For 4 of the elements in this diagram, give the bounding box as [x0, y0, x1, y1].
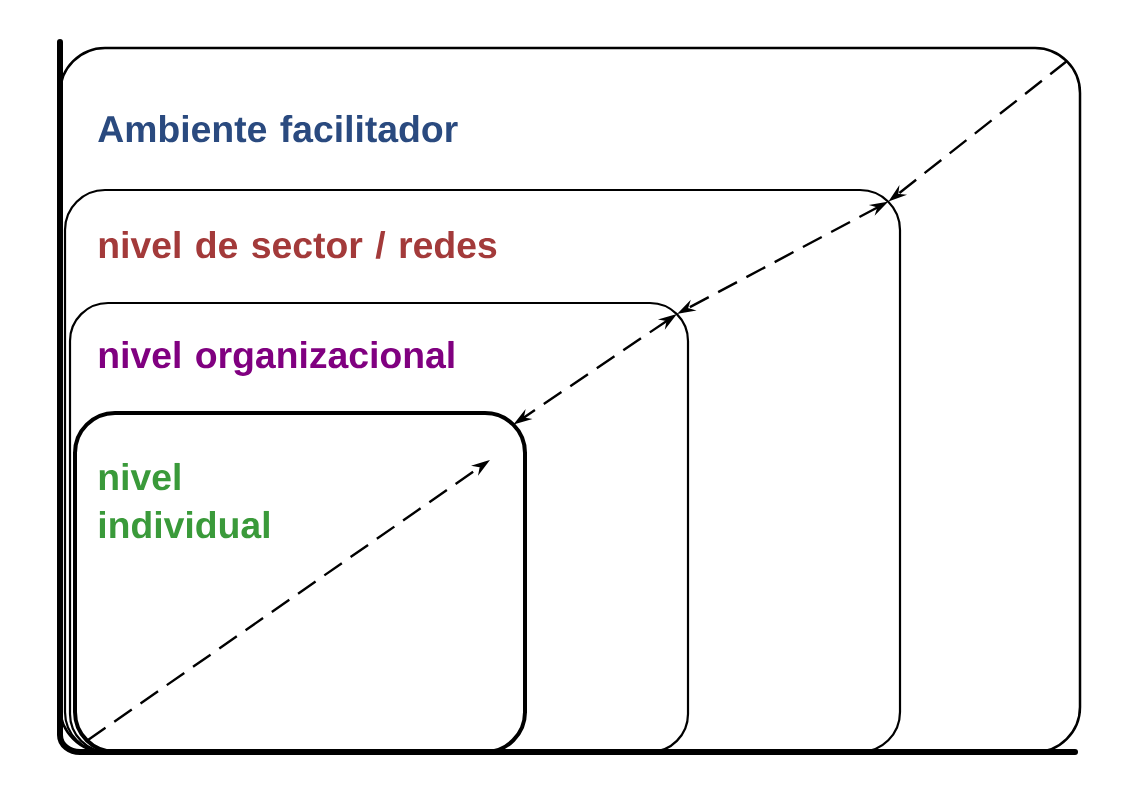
level-label: nivel individual [99, 462, 269, 539]
level-label: Ambiente facilitador [98, 114, 458, 143]
level-label: nivel de sector / redes [99, 230, 497, 259]
level-label: nivel organizacional [99, 340, 454, 376]
